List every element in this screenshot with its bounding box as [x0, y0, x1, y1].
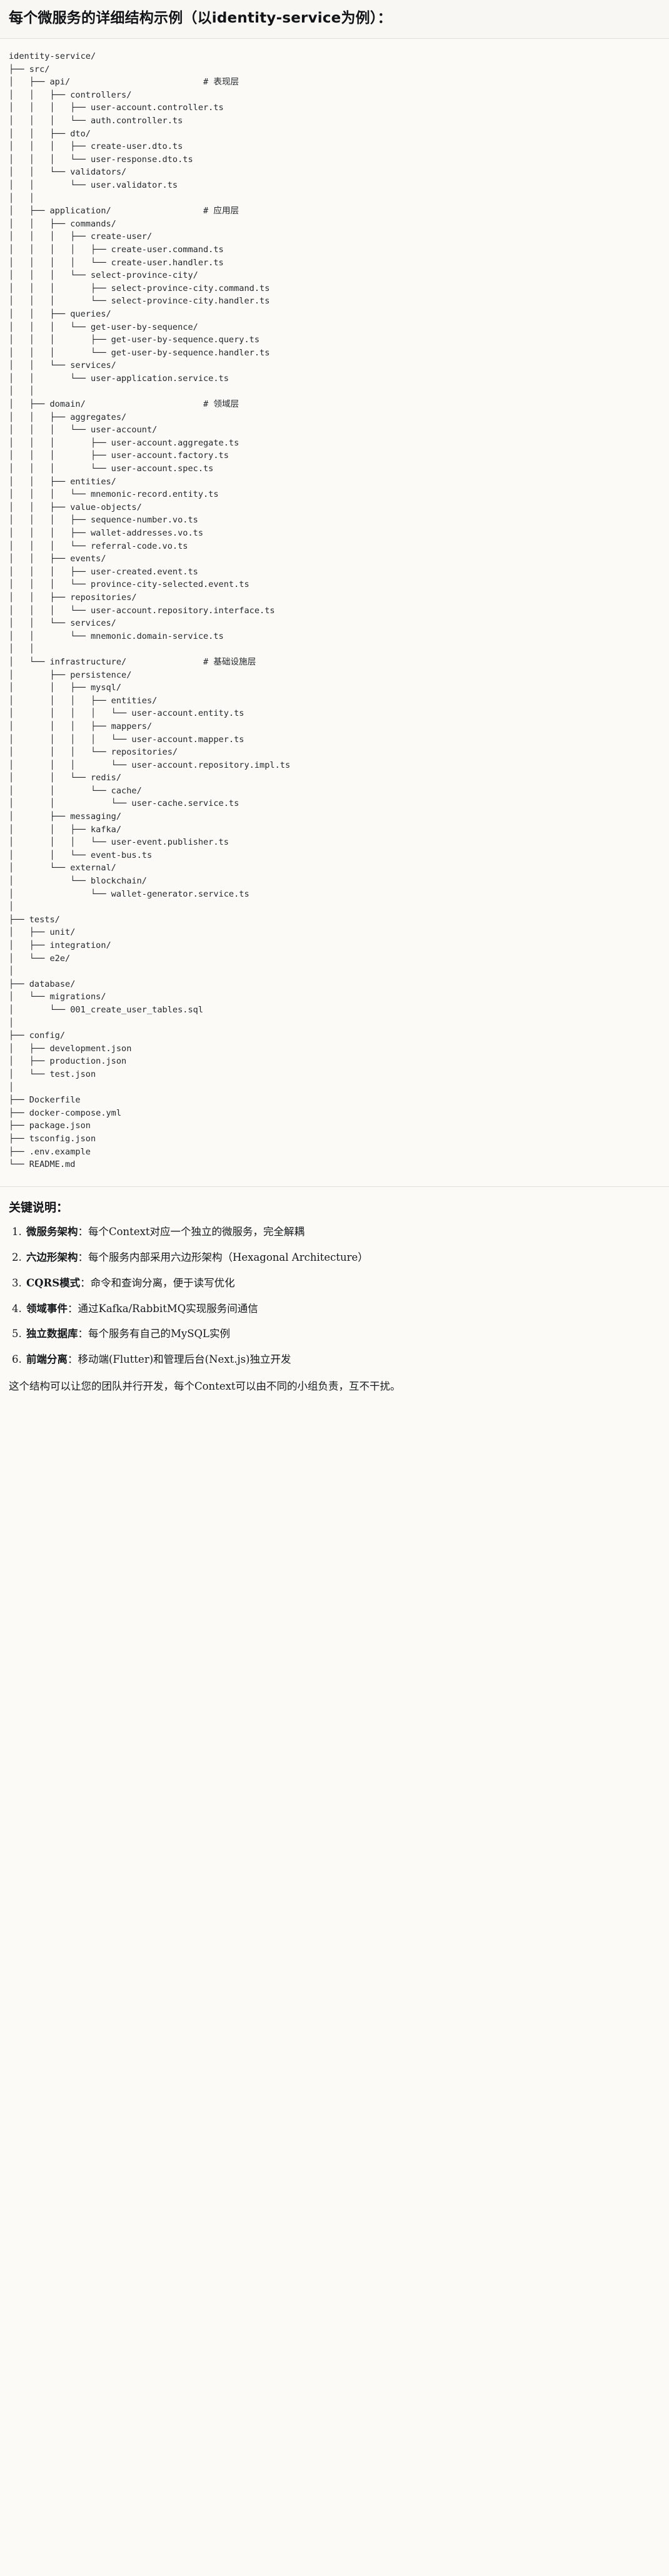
key-points-section: 关键说明： 微服务架构：每个Context对应一个独立的微服务，完全解耦 六边形… — [0, 1186, 669, 1412]
directory-tree: identity-service/ ├── src/ │ ├── api/ # … — [9, 51, 291, 1170]
list-item: 独立数据库：每个服务有自己的MySQL实例 — [25, 1326, 660, 1342]
key-point-term: CQRS模式 — [26, 1276, 81, 1289]
list-item: CQRS模式：命令和查询分离，便于读写优化 — [25, 1276, 660, 1291]
key-point-term: 前端分离 — [26, 1353, 68, 1366]
list-item: 六边形架构：每个服务内部采用六边形架构（Hexagonal Architectu… — [25, 1250, 660, 1266]
list-item: 前端分离：移动端(Flutter)和管理后台(Next.js)独立开发 — [25, 1352, 660, 1368]
closing-paragraph: 这个结构可以让您的团队并行开发，每个Context可以由不同的小组负责，互不干扰… — [9, 1380, 401, 1392]
document-page: 每个微服务的详细结构示例（以identity-service为例）： ident… — [0, 0, 669, 1412]
notes-divider — [0, 1186, 669, 1187]
list-item: 微服务架构：每个Context对应一个独立的微服务，完全解耦 — [25, 1224, 660, 1240]
key-points-title: 关键说明： — [9, 1200, 69, 1214]
key-point-term: 六边形架构 — [26, 1251, 78, 1264]
key-point-term: 微服务架构 — [26, 1226, 78, 1238]
key-point-term: 独立数据库 — [26, 1328, 78, 1340]
key-point-body: ：每个服务内部采用六边形架构（Hexagonal Architecture） — [78, 1251, 368, 1264]
key-point-body: ：命令和查询分离，便于读写优化 — [80, 1276, 235, 1289]
key-point-body: ：每个Context对应一个独立的微服务，完全解耦 — [78, 1226, 305, 1238]
key-points-list: 微服务架构：每个Context对应一个独立的微服务，完全解耦 六边形架构：每个服… — [9, 1224, 660, 1368]
key-point-body: ：通过Kafka/RabbitMQ实现服务间通信 — [68, 1302, 258, 1315]
list-item: 领域事件：通过Kafka/RabbitMQ实现服务间通信 — [25, 1301, 660, 1317]
key-point-term: 领域事件 — [26, 1302, 68, 1315]
document-header: 每个微服务的详细结构示例（以identity-service为例）： — [0, 0, 669, 39]
key-point-body: ：移动端(Flutter)和管理后台(Next.js)独立开发 — [68, 1353, 291, 1366]
header-divider — [0, 38, 669, 39]
page-title: 每个微服务的详细结构示例（以identity-service为例）： — [9, 10, 392, 26]
key-point-body: ：每个服务有自己的MySQL实例 — [78, 1328, 231, 1340]
directory-tree-block: identity-service/ ├── src/ │ ├── api/ # … — [0, 39, 669, 1186]
bottom-spacer — [9, 1395, 660, 1401]
